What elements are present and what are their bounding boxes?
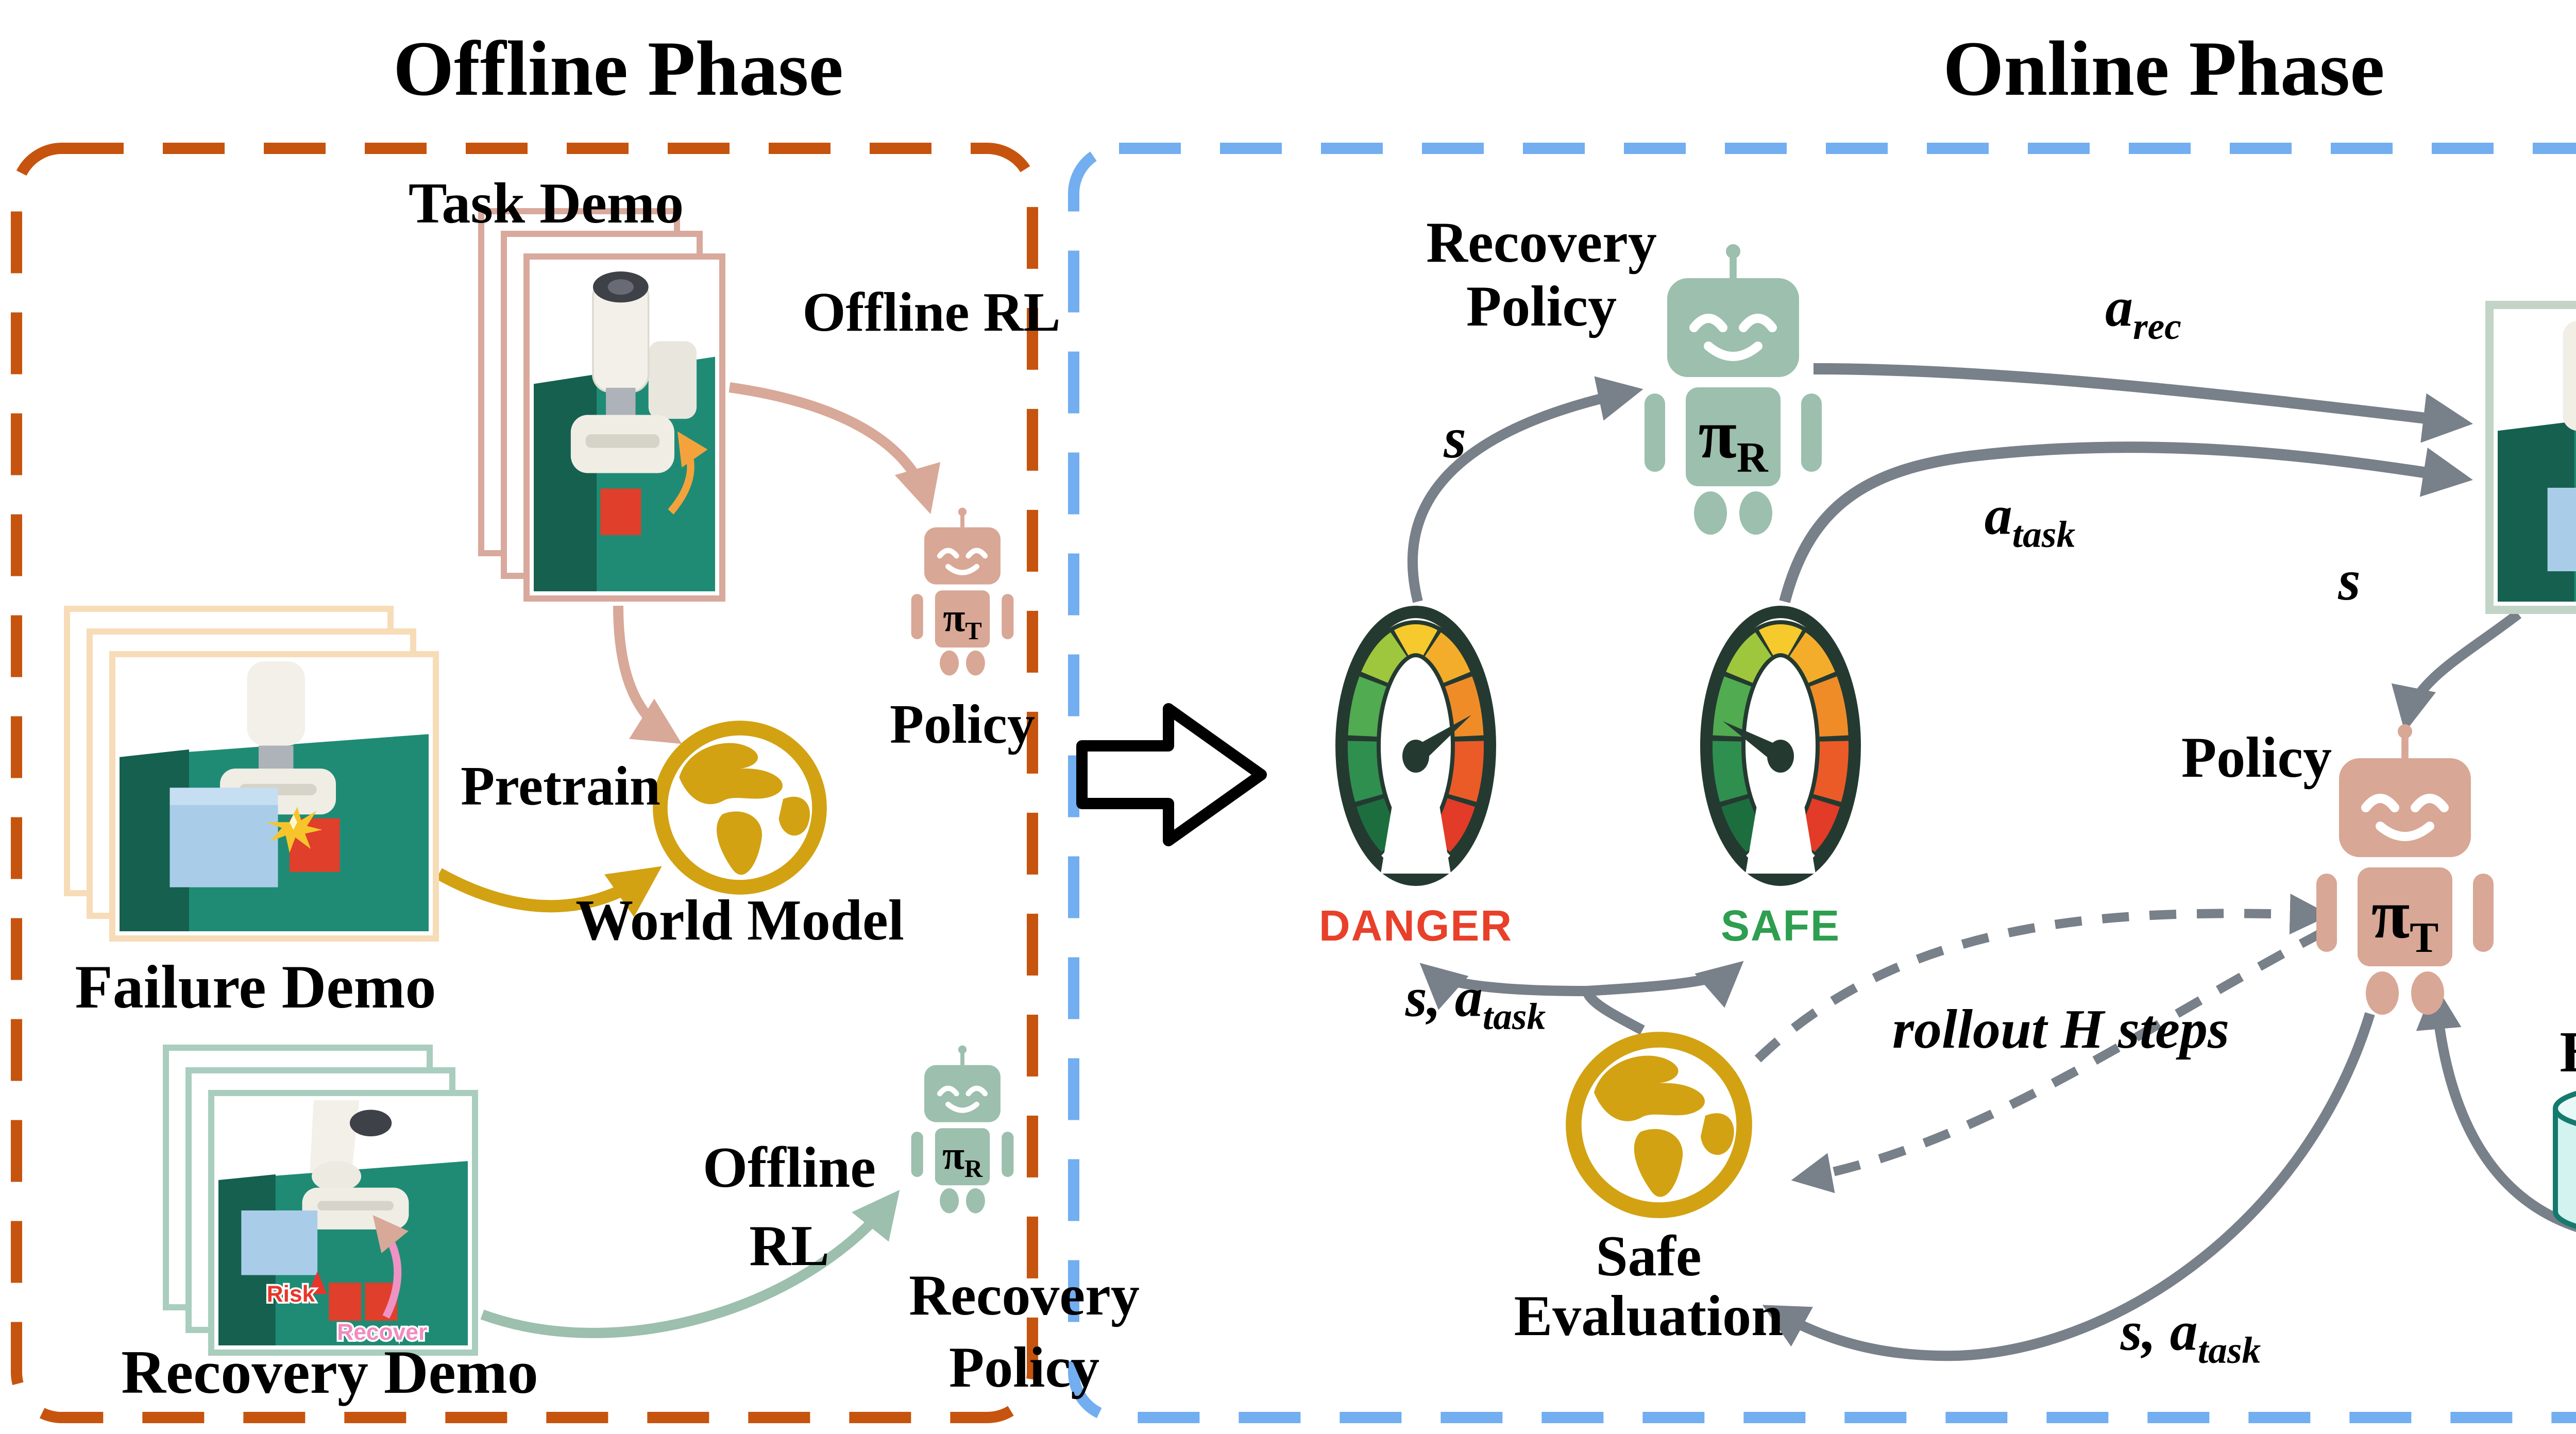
recovery-demo-label: Recovery Demo <box>121 1339 538 1407</box>
recover-label: Recover <box>337 1320 427 1345</box>
world-model-label: World Model <box>575 890 904 954</box>
arrow-s-to-recovery-policy <box>1407 376 1643 603</box>
robot-face <box>937 548 988 575</box>
offline-phase-title: Offline Phase <box>393 27 843 113</box>
task-demo-label: Task Demo <box>408 173 684 237</box>
task-demo-photo <box>523 253 725 602</box>
buffer-label: Buffer <box>2560 1025 2576 1084</box>
a-task-label: atask <box>1984 484 2076 556</box>
task-policy-label: Policy <box>890 693 1035 755</box>
danger-gauge-icon <box>1335 606 1496 886</box>
a-rec-label: arec <box>2105 276 2181 348</box>
recovery-policy-online-label-line2: Policy <box>1466 276 1617 340</box>
recovery-policy-robot-offline-icon: πR <box>909 1045 1016 1218</box>
offline-rl-task-label: Offline RL <box>802 281 1061 343</box>
phase-transition-arrow <box>1076 703 1267 846</box>
robot-face <box>2361 794 2449 841</box>
policy-online-label: Policy <box>2181 727 2332 791</box>
safe-label: SAFE <box>1720 903 1841 951</box>
failure-demo-photo <box>109 651 439 942</box>
safe-gauge-icon <box>1700 606 1861 886</box>
task-policy-robot-online-icon: πT <box>2312 723 2498 1022</box>
arrow-s-env-to-policy <box>2391 610 2522 732</box>
dashed-policy-to-worldmodel <box>1791 927 2327 1193</box>
offline-rl-recovery-label-line1: Offline <box>703 1137 876 1201</box>
offline-phase-box <box>11 143 1038 1423</box>
danger-label: DANGER <box>1318 903 1513 951</box>
online-phase-box <box>1068 143 2576 1423</box>
recovery-policy-robot-online-icon: πR <box>1640 243 1826 542</box>
recovery-demo-photo: Risk Recover <box>208 1090 478 1356</box>
arrow-verdict-safe <box>1586 961 1744 1008</box>
arrow-a-task-to-env <box>1779 441 2473 603</box>
arrow-taskdemo-to-policy <box>728 382 941 515</box>
pretrain-label: Pretrain <box>461 755 660 817</box>
rollout-label: rollout H steps <box>1892 998 2230 1060</box>
s-a-task-left-label: s, atask <box>1405 966 1546 1038</box>
dashed-worldmodel-to-policy <box>1754 894 2331 1063</box>
recovery-policy-online-label-line1: Recovery <box>1426 212 1657 276</box>
svg-text:πR: πR <box>942 1133 983 1183</box>
failure-demo-label: Failure Demo <box>75 954 436 1022</box>
arrow-verdict-danger <box>1419 963 1587 1010</box>
robot-face <box>937 1085 988 1113</box>
svg-text:πT: πT <box>943 595 981 645</box>
online-phase-title: Online Phase <box>1943 27 2385 113</box>
env-photo <box>2485 301 2576 614</box>
recovery-policy-offline-label-line2: Policy <box>948 1337 1100 1401</box>
task-policy-robot-icon: πT <box>909 507 1016 680</box>
robot-face <box>1689 314 1777 361</box>
arrow-a-rec-to-env <box>1813 363 2473 443</box>
offline-rl-recovery-label-line2: RL <box>749 1216 829 1279</box>
recovery-policy-offline-label-line1: Recovery <box>909 1265 1140 1329</box>
verdict-stem <box>1582 988 1645 1035</box>
arrow-buffer-to-policy <box>2416 984 2576 1232</box>
arrow-taskdemo-to-worldmodel <box>613 605 682 744</box>
safe-evaluation-globe-icon <box>1566 1032 1752 1218</box>
safe-evaluation-label-line1: Safe <box>1596 1226 1702 1290</box>
world-model-globe-icon <box>653 721 827 895</box>
svg-text:πR: πR <box>1698 396 1769 482</box>
risk-label: Risk <box>267 1282 315 1307</box>
s-label: s <box>1444 408 1466 472</box>
arrow-policy-to-safe-eval <box>1762 1012 2375 1361</box>
arrow-failuredemo-to-worldmodel <box>436 866 662 917</box>
s-env-label: s <box>2338 550 2361 614</box>
buffer-cylinder-icon <box>2553 1090 2576 1229</box>
s-a-task-bottom-label: s, atask <box>2120 1300 2261 1372</box>
svg-text:πT: πT <box>2371 876 2439 962</box>
safe-evaluation-label-line2: Evaluation <box>1514 1286 1784 1350</box>
arrow-recoverydemo-to-recoverypolicy <box>480 1190 900 1338</box>
